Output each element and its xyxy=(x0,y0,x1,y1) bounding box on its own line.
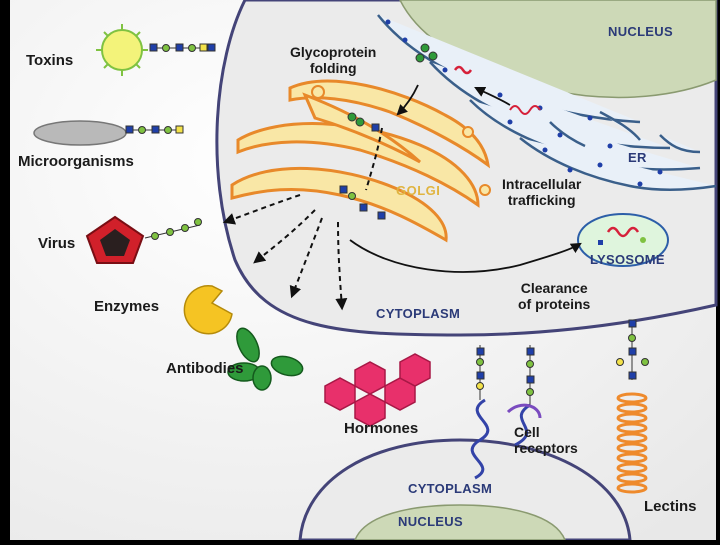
glycan-golgi xyxy=(339,112,386,220)
toxin xyxy=(96,24,148,76)
label-intracellular-trafficking: Intracellular trafficking xyxy=(502,176,581,208)
label-glycoprotein-line-2: folding xyxy=(309,60,357,76)
lysosome xyxy=(577,213,669,267)
label-lectins: Lectins xyxy=(644,498,697,515)
label-lysosome: LYSOSOME xyxy=(590,252,665,267)
cell-receptor-protein xyxy=(470,398,531,480)
nucleus-bottom xyxy=(353,504,567,541)
label-cell-receptors: Cell receptors xyxy=(514,424,578,456)
lysosome-fragment-3 xyxy=(640,237,646,243)
microorganism xyxy=(33,120,127,146)
label-toxins: Toxins xyxy=(26,52,74,69)
label-glycoprotein-folding: Glycoprotein folding xyxy=(290,44,376,76)
golgi-apparatus xyxy=(230,79,491,243)
label-cytoplasm-top: CYTOPLASM xyxy=(376,306,461,321)
label-virus: Virus xyxy=(38,235,76,252)
label-hormones: Hormones xyxy=(344,420,419,437)
hormone xyxy=(324,353,431,427)
label-trafficking-line-2: trafficking xyxy=(507,192,576,208)
virus xyxy=(85,215,145,264)
glycan-receptors xyxy=(476,345,535,405)
label-glycoprotein-line-1: Glycoprotein xyxy=(290,44,377,60)
label-clearance-line-2: of proteins xyxy=(518,296,591,312)
trafficking-arrows xyxy=(222,127,383,311)
glycan-toxins xyxy=(149,43,216,52)
label-nucleus-bottom: NUCLEUS xyxy=(398,514,463,529)
glycan-virus xyxy=(144,218,202,240)
label-clearance-of-proteins: Clearance of proteins xyxy=(518,280,590,312)
endoplasmic-reticulum xyxy=(377,14,717,191)
lysosome-fragment-1 xyxy=(606,226,640,238)
golgi-vesicles xyxy=(311,85,491,196)
label-er: ER xyxy=(628,150,647,165)
solid-arrows xyxy=(349,84,582,273)
cell-membrane-bottom xyxy=(298,438,632,542)
receptor-binding-loop xyxy=(506,403,542,419)
glycan-er xyxy=(415,43,541,115)
glycan-chains xyxy=(125,43,649,405)
ribosome-dots xyxy=(385,19,663,187)
label-trafficking-line-1: Intracellular xyxy=(502,176,582,192)
enzyme xyxy=(183,284,233,335)
label-nucleus-top: NUCLEUS xyxy=(608,24,673,39)
label-clearance-line-1: Clearance xyxy=(520,280,588,296)
lectin-coil xyxy=(616,392,648,494)
label-receptors-line-1: Cell xyxy=(514,424,540,440)
label-cytoplasm-bottom: CYTOPLASM xyxy=(408,481,493,496)
label-microorganisms: Microorganisms xyxy=(18,153,134,170)
label-antibodies: Antibodies xyxy=(166,360,244,377)
antibody xyxy=(227,327,304,391)
lysosome-fragment-2 xyxy=(598,240,603,245)
label-receptors-line-2: receptors xyxy=(514,440,578,456)
glycan-lectins xyxy=(616,319,649,380)
label-enzymes: Enzymes xyxy=(94,298,160,315)
glycan-microorganisms xyxy=(125,125,184,134)
label-golgi: GOLGI xyxy=(396,183,441,198)
